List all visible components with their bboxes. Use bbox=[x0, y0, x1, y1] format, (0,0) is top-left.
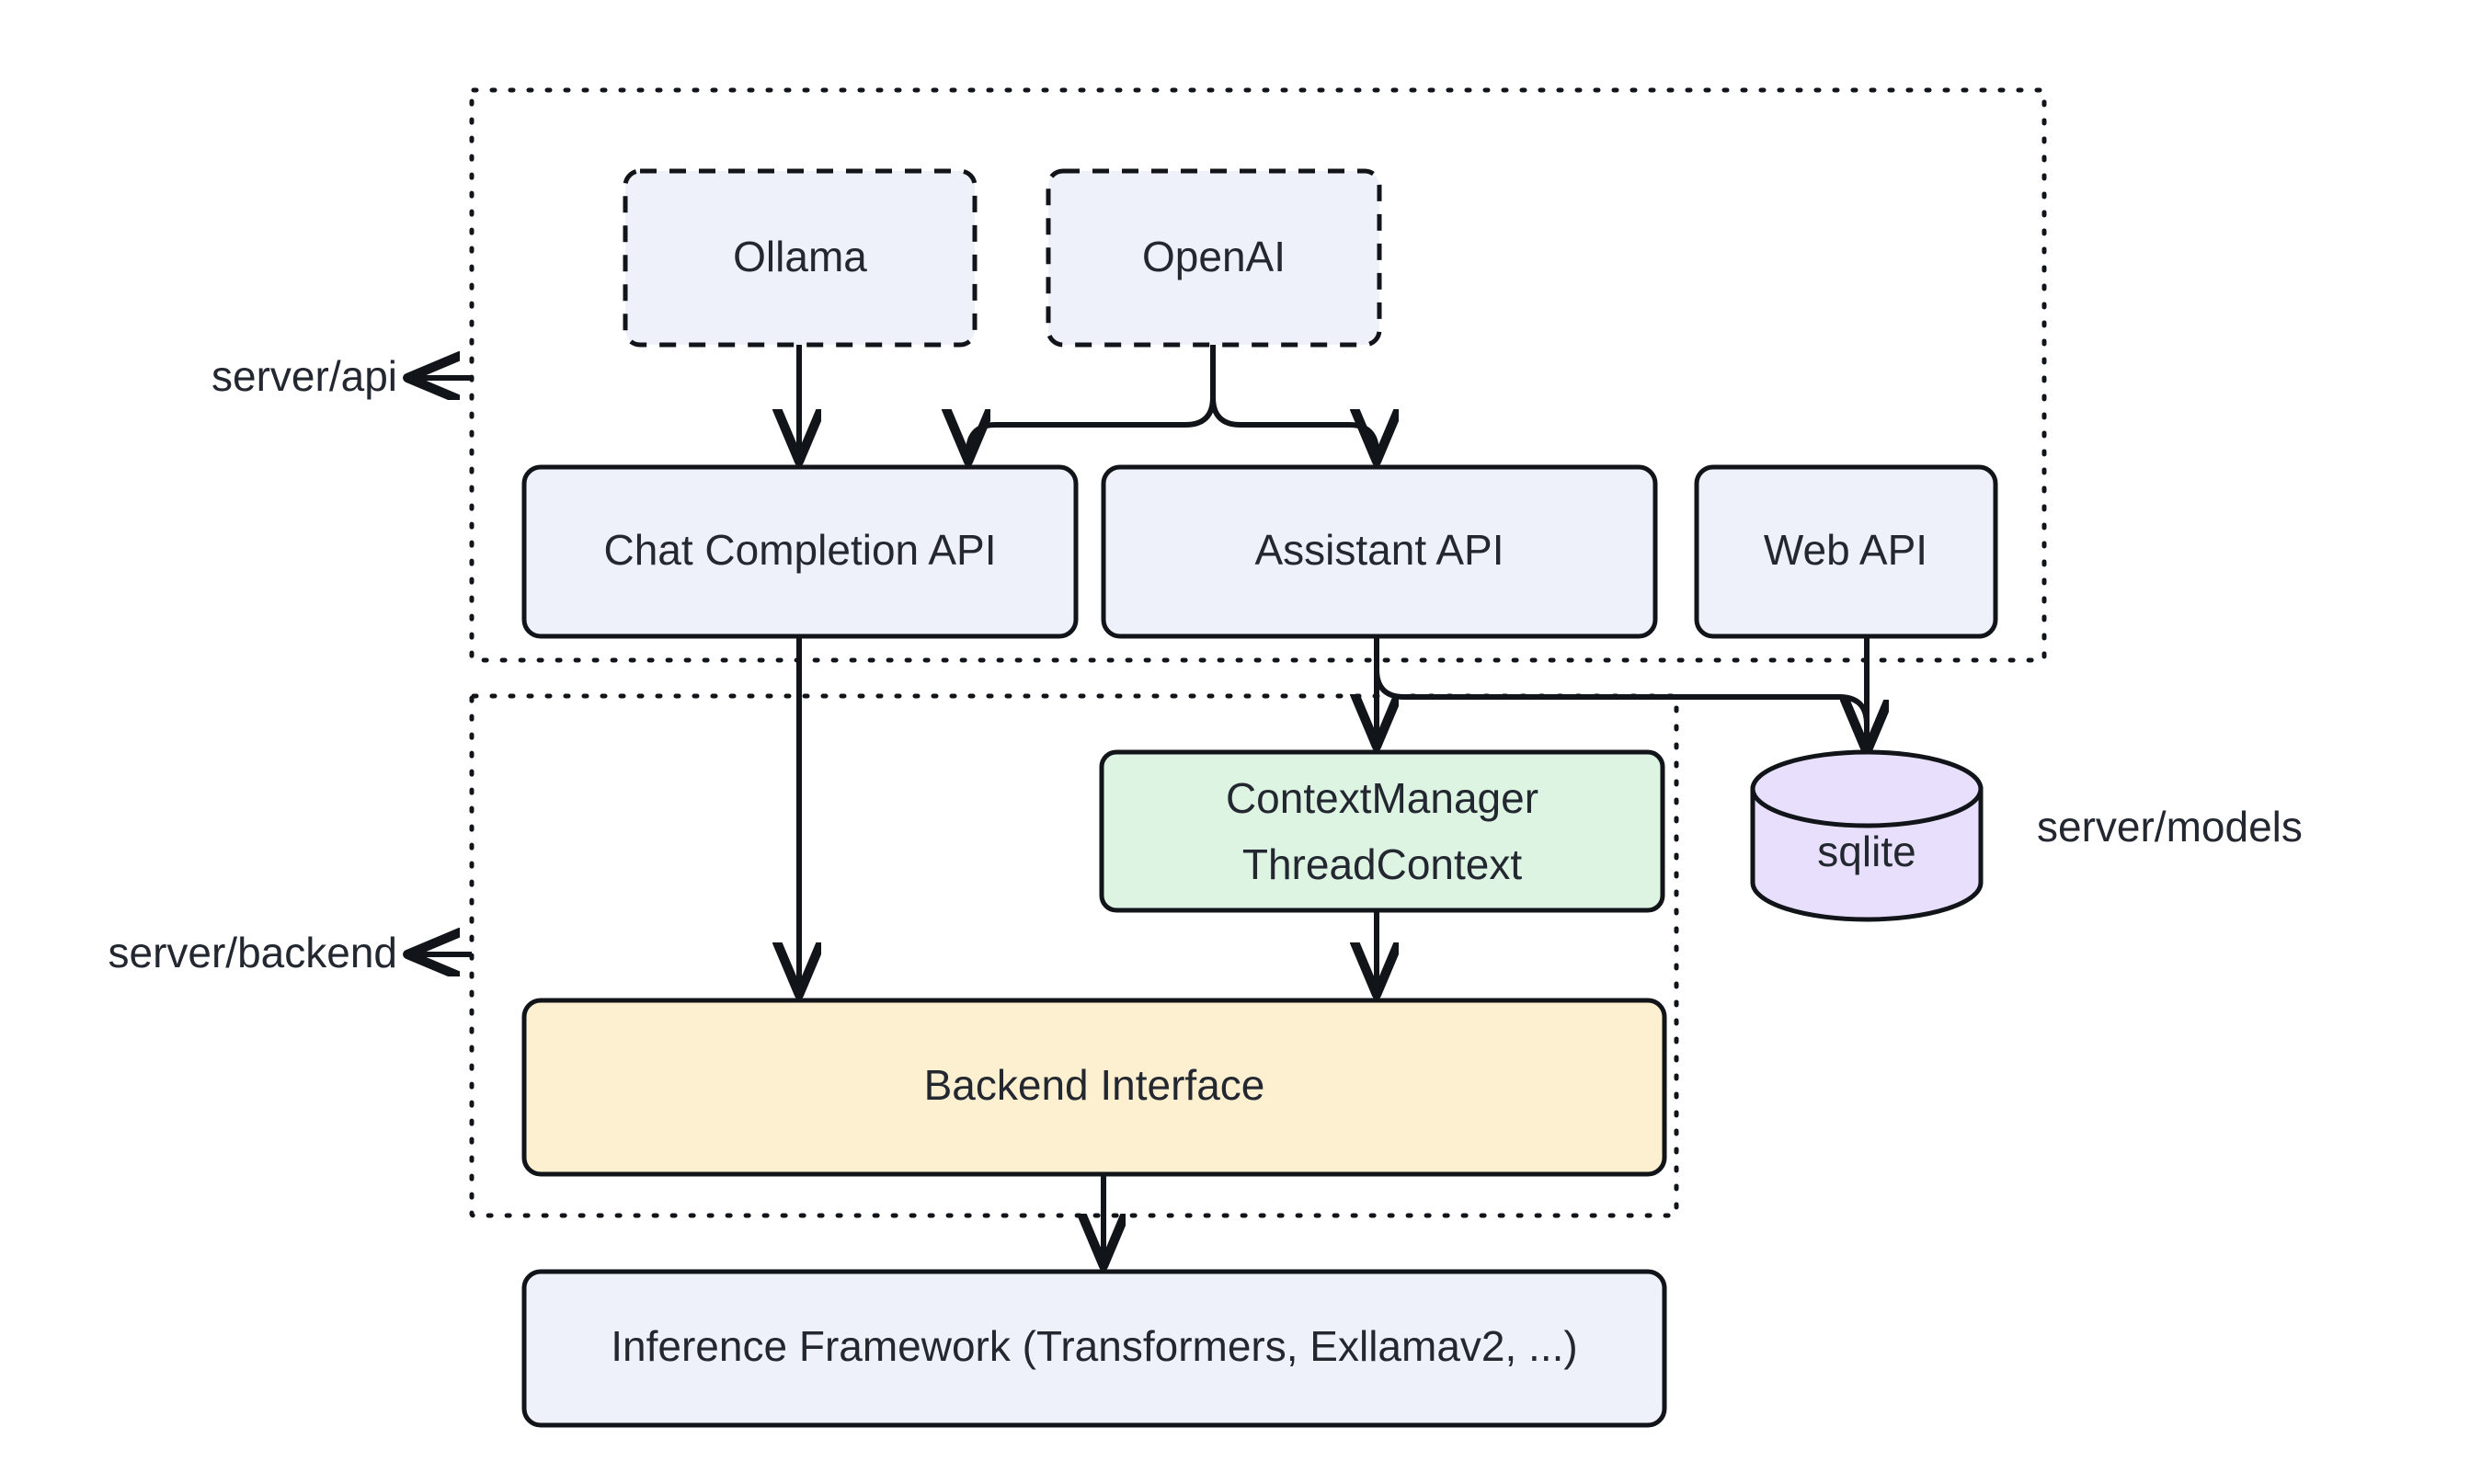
node-backend-interface-label: Backend Interface bbox=[924, 1061, 1265, 1109]
node-inference-framework[interactable]: Inference Framework (Transformers, Exlla… bbox=[521, 1269, 1667, 1428]
node-assistant-api-shape bbox=[1101, 464, 1658, 639]
node-ollama-label: Ollama bbox=[733, 233, 867, 280]
node-assistant-api[interactable]: Assistant API bbox=[1101, 464, 1658, 639]
node-ollama-shape bbox=[623, 168, 978, 348]
node-sqlite[interactable]: sqlite bbox=[1750, 749, 1984, 922]
group-label-server-models: server/models bbox=[2037, 803, 2303, 850]
node-inference-framework-shape bbox=[521, 1269, 1667, 1428]
node-context-manager-label-line1: ContextManager bbox=[1226, 774, 1538, 822]
node-chat-completion-api[interactable]: Chat Completion API bbox=[521, 464, 1079, 639]
node-openai-shape bbox=[1046, 168, 1382, 348]
node-openai[interactable]: OpenAI bbox=[1046, 168, 1382, 348]
node-context-manager[interactable]: ContextManager ThreadContext bbox=[1099, 749, 1665, 913]
node-context-manager-label-line2: ThreadContext bbox=[1242, 840, 1522, 888]
node-openai-label: OpenAI bbox=[1142, 233, 1286, 280]
node-backend-interface[interactable]: Backend Interface bbox=[521, 998, 1667, 1177]
node-ollama[interactable]: Ollama bbox=[623, 168, 978, 348]
node-backend-interface-shape bbox=[521, 998, 1667, 1177]
node-chat-completion-api-shape bbox=[521, 464, 1079, 639]
node-web-api-label: Web API bbox=[1764, 526, 1927, 574]
node-web-api-shape bbox=[1694, 464, 1998, 639]
group-label-server-backend: server/backend bbox=[109, 929, 398, 976]
node-context-manager-shape bbox=[1099, 749, 1665, 913]
node-inference-framework-label: Inference Framework (Transformers, Exlla… bbox=[611, 1322, 1577, 1370]
edge-openai-to-assistant-api bbox=[1210, 345, 1377, 460]
node-chat-completion-api-label: Chat Completion API bbox=[603, 526, 996, 574]
edge-openai-to-chat-completion-api bbox=[968, 345, 1216, 460]
node-sqlite-top bbox=[1750, 749, 1984, 828]
group-label-server-api: server/api bbox=[212, 352, 397, 400]
node-assistant-api-label: Assistant API bbox=[1254, 526, 1504, 574]
node-sqlite-label: sqlite bbox=[1817, 828, 1915, 875]
node-web-api[interactable]: Web API bbox=[1694, 464, 1998, 639]
edge-assistant-api-to-sqlite bbox=[1374, 636, 1867, 750]
